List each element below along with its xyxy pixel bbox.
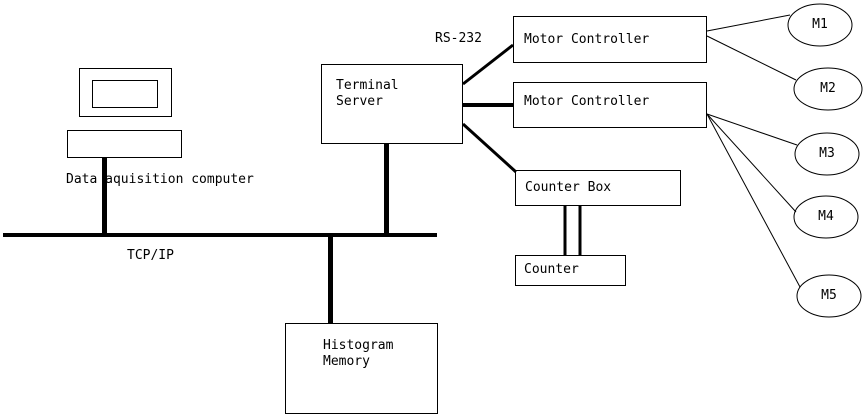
motor-m5-label: M5 [821,288,837,303]
motor-ellipses [787,3,863,318]
terminal-server-label-line2: Server [336,94,383,109]
bus-drop-terminal-server [384,143,389,235]
motor-m1-ellipse[interactable] [787,3,853,47]
counter-box-label: Counter Box [525,180,612,195]
motor-m4-label: M4 [818,209,834,224]
motor-controller-1-label: Motor Controller [524,32,650,47]
motor-m4-ellipse[interactable] [793,195,859,239]
motor-m1-label: M1 [812,17,828,32]
tcp-ip-bus-line [3,233,437,237]
computer-monitor-bezel [79,68,172,117]
link-mc1-to-m2 [706,35,797,81]
link-mc2-to-m4 [706,113,797,213]
motor-controller-2-box[interactable] [513,82,707,128]
counter-box-box[interactable] [515,170,681,206]
motor-m2-ellipse[interactable] [793,67,863,111]
link-terminal-to-mc1 [462,43,514,86]
motor-m3-ellipse[interactable] [794,132,860,176]
link-mc2-to-m5 [706,113,801,288]
histogram-memory-label-line1: Histogram [323,338,394,353]
counter-label: Counter [524,262,579,277]
computer-base-keyboard [67,130,182,158]
motor-m3-label: M3 [819,146,835,161]
link-terminal-to-counter-box [461,122,518,174]
motor-controller-2-label: Motor Controller [524,94,650,109]
terminal-server-label-line1: Terminal [336,78,399,93]
data-acquisition-computer-label: Data aquisition computer [66,172,254,187]
link-mc1-to-m1 [706,14,791,32]
terminal-server-box[interactable] [321,64,463,144]
connection-lines [461,14,801,288]
histogram-memory-label-line2: Memory [323,354,370,369]
computer-monitor-screen [92,80,158,108]
counter-box[interactable] [515,255,626,286]
motor-m2-label: M2 [820,81,836,96]
bus-drop-computer [102,157,107,235]
bus-drop-histogram-memory [328,235,333,324]
link-mc2-to-m3 [706,113,798,146]
tcp-ip-bus-label: TCP/IP [127,248,174,263]
motor-controller-1-box[interactable] [513,16,707,63]
rs-232-label: RS-232 [435,31,482,46]
motor-m5-ellipse[interactable] [796,274,862,318]
